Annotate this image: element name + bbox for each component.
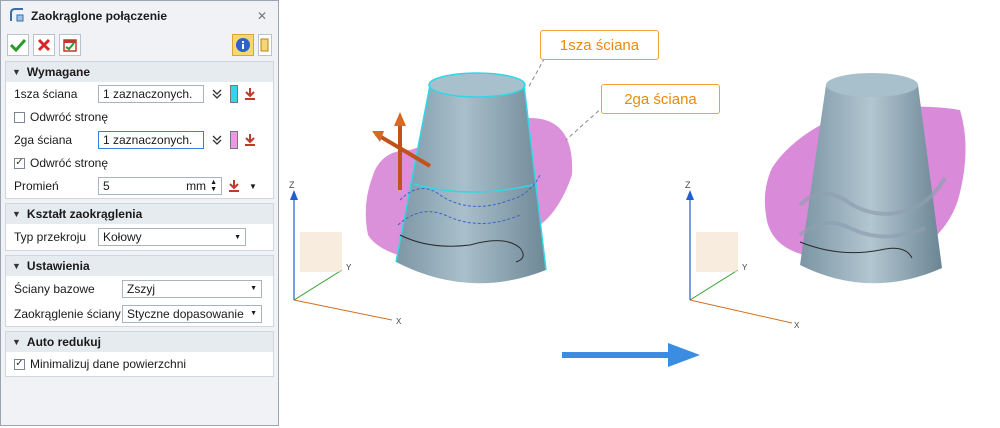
section-shape: ▼Kształt zaokrąglenia Typ przekroju Koło… <box>5 203 274 251</box>
cone-top-face-result[interactable] <box>826 73 918 97</box>
fillet-surface-result <box>798 176 947 239</box>
apply-icon <box>63 39 77 52</box>
expand-button[interactable] <box>258 34 272 56</box>
fillet-icon <box>9 7 25 26</box>
section-type-row: Typ przekroju Kołowy ▼ <box>6 224 273 250</box>
pick-face-icon[interactable] <box>227 179 241 193</box>
minimize-checkbox[interactable]: ✓ <box>14 358 25 370</box>
collapse-triangle-icon: ▼ <box>12 337 21 347</box>
move-handle-icon[interactable] <box>372 112 432 190</box>
axis-y-label-right: Y <box>742 263 748 272</box>
radius-unit: mm <box>186 179 207 193</box>
face2-row: 2ga ściana 1 zaznaczonych. <box>6 128 273 152</box>
section-header-settings[interactable]: ▼Ustawienia <box>6 256 273 276</box>
model-after[interactable] <box>764 73 966 284</box>
face1-label: 1sza ściana <box>14 87 78 101</box>
axis-z-label: Z <box>289 180 295 190</box>
axes-triad-left: Z Y X <box>289 180 402 326</box>
fillet-curve <box>397 174 541 226</box>
collapse-triangle-icon: ▼ <box>12 209 21 219</box>
fillet-dialog: Zaokrąglone połączenie ✕ ▼Wymagane 1sza … <box>0 0 279 426</box>
reverse2-checkbox[interactable]: ✓ <box>14 157 25 169</box>
reverse1-checkbox[interactable] <box>14 111 25 123</box>
section-type-select[interactable]: Kołowy ▼ <box>98 228 246 246</box>
face-fillet-row: Zaokrąglenie ściany Styczne dopasowanie … <box>6 301 273 326</box>
callout2-leader <box>565 105 605 141</box>
axis-y-label: Y <box>346 263 352 272</box>
face-fillet-label: Zaokrąglenie ściany <box>14 306 121 321</box>
chevron-down-icon: ▼ <box>234 233 241 241</box>
info-button[interactable] <box>232 34 254 56</box>
face-fillet-select[interactable]: Styczne dopasowanie ▼ <box>122 304 262 323</box>
section-required: ▼Wymagane 1sza ściana 1 zaznaczonych. Od… <box>5 61 274 199</box>
radius-row: Promień 5 mm ▲▼ ▼ <box>6 174 273 198</box>
dropdown-arrow-icon[interactable]: ▼ <box>249 181 257 191</box>
viewport[interactable]: Z Y X Z Y X <box>280 0 1000 428</box>
apply-button[interactable] <box>59 34 81 56</box>
minimize-label: Minimalizuj dane powierzchni <box>30 357 187 371</box>
reverse2-row: ✓ Odwróć stronę <box>6 152 273 174</box>
arrow-right-icon <box>562 343 700 367</box>
cone-body-result[interactable] <box>800 85 942 284</box>
base-faces-row: Ściany bazowe Zszyj ▼ <box>6 276 273 301</box>
section-auto-reduce: ▼Auto redukuj ✓ Minimalizuj dane powierz… <box>5 331 274 377</box>
purple-face-curve <box>399 234 524 263</box>
expand-icon <box>260 38 269 52</box>
chevron-down-icon: ▼ <box>250 310 257 317</box>
collapse-triangle-icon: ▼ <box>12 67 21 77</box>
dialog-title: Zaokrąglone połączenie <box>31 9 168 23</box>
base-faces-label: Ściany bazowe <box>14 281 95 296</box>
reverse2-label: Odwróć stronę <box>30 156 109 170</box>
callout-face1: 1sza ściana <box>540 30 659 60</box>
collapse-triangle-icon: ▼ <box>12 261 21 271</box>
reverse1-row: Odwróć stronę <box>6 106 273 128</box>
info-icon <box>236 38 250 52</box>
minimize-row: ✓ Minimalizuj dane powierzchni <box>6 352 273 376</box>
chevron-down-icon: ▼ <box>250 285 257 292</box>
pick-face-icon[interactable] <box>243 133 257 147</box>
face1-field[interactable]: 1 zaznaczonych. <box>98 85 204 103</box>
callout-face2: 2ga ściana <box>601 84 720 114</box>
cyan-edge-highlight <box>395 84 547 271</box>
cone-top-face[interactable] <box>428 72 526 98</box>
spinner-arrows-icon[interactable]: ▲▼ <box>210 179 217 193</box>
face2-field[interactable]: 1 zaznaczonych. <box>98 131 204 149</box>
axes-triad-right: Z Y X <box>685 180 800 330</box>
axis-x-label-right: X <box>794 321 800 330</box>
pick-face-icon[interactable] <box>243 87 257 101</box>
dialog-titlebar: Zaokrąglone połączenie ✕ <box>1 1 278 31</box>
close-icon[interactable]: ✕ <box>256 9 268 23</box>
section-settings: ▼Ustawienia Ściany bazowe Zszyj ▼ Zaokrą… <box>5 255 274 327</box>
section-header-required[interactable]: ▼Wymagane <box>6 62 273 82</box>
reverse1-label: Odwróć stronę <box>30 110 109 124</box>
cone-body[interactable] <box>396 85 546 284</box>
result-edge-curve <box>799 241 913 259</box>
axis-x-label: X <box>396 317 402 326</box>
section-header-auto-reduce[interactable]: ▼Auto redukuj <box>6 332 273 352</box>
checkmark-icon <box>10 38 26 52</box>
face1-color-swatch[interactable] <box>230 85 238 103</box>
face2-color-swatch[interactable] <box>230 131 238 149</box>
section-header-shape[interactable]: ▼Kształt zaokrąglenia <box>6 204 273 224</box>
cross-icon <box>37 38 51 52</box>
base-faces-select[interactable]: Zszyj ▼ <box>122 279 262 298</box>
cancel-button[interactable] <box>33 34 55 56</box>
radius-input[interactable]: 5 mm ▲▼ <box>98 177 222 195</box>
radius-label: Promień <box>14 179 59 193</box>
section-type-label: Typ przekroju <box>14 230 87 244</box>
chevron-double-down-icon[interactable] <box>210 87 224 101</box>
model-before[interactable] <box>365 72 573 284</box>
face2-label: 2ga ściana <box>14 133 73 147</box>
dialog-toolbar <box>1 31 278 59</box>
chevron-double-down-icon[interactable] <box>210 133 224 147</box>
face1-row: 1sza ściana 1 zaznaczonych. <box>6 82 273 106</box>
axis-z-label-right: Z <box>685 180 691 190</box>
ok-button[interactable] <box>7 34 29 56</box>
